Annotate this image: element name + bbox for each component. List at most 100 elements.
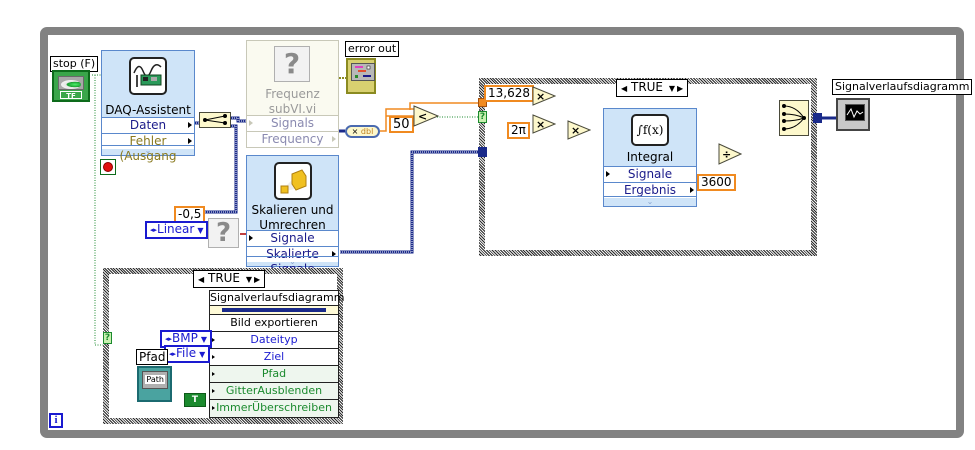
output-arrow-icon [332,136,336,142]
less-than-node[interactable]: < [413,105,439,127]
invoke-node-method: Bild exportieren [210,315,338,332]
convert-from-dynamic-data-node[interactable]: ⨯ dbl [345,125,380,138]
export-image-invoke-node[interactable]: Signalverlaufsdiagramm Bild exportieren … [209,290,345,418]
factor-constant[interactable]: 13,628 [484,85,534,102]
scaling-mode-enum[interactable]: ◂▸Linear▼ [145,221,209,239]
upper-case-selector[interactable]: ◀ TRUE ▼▶ [616,79,689,97]
stop-control-terminal[interactable]: TF [52,70,90,102]
daq-card-icon [129,57,167,95]
question-mark-icon: ? [274,46,310,82]
offset-constant[interactable]: -0,5 [174,206,206,223]
multiply-node-2[interactable]: × [532,114,556,134]
frequency-subvi-node[interactable]: ? Frequenz subVI.vi Signals Frequency [246,40,339,148]
dynamic-convert-icon: ⨯ [351,127,359,136]
next-case-icon[interactable]: ▶ [677,84,684,93]
merge-icon [782,104,806,131]
input-arrow-icon [606,171,610,177]
enum-arrows-icon: ◂▸ [169,350,177,358]
case-selector-terminal: ? [478,111,487,123]
input-arrow-icon [249,120,253,126]
input-arrow-icon [212,389,215,393]
error-out-indicator[interactable] [346,58,376,94]
led-icon [61,80,81,89]
output-arrow-icon [188,122,192,128]
multiply-node-1[interactable]: × [532,86,556,106]
expand-chevron-icon[interactable]: ⌄ [102,145,194,155]
boolean-true-constant[interactable]: T [184,393,206,407]
upper-case-structure[interactable] [479,78,817,256]
tf-type-label: TF [60,91,82,100]
split-icon [203,114,227,125]
dropdown-arrow-icon: ▼ [199,350,206,359]
divide-symbol: ÷ [722,148,731,161]
daq-assistant-node[interactable]: DAQ-Assistent Daten Fehler (Ausgang ⌄ [101,50,195,163]
frequency-subvi-title-1: Frequenz [265,87,320,101]
chart-icon [845,104,865,121]
multiply-symbol: × [536,118,545,131]
threshold-constant[interactable]: 50 [389,116,414,133]
error-out-label: error out [345,41,400,57]
next-case-icon[interactable]: ▶ [254,275,261,284]
prev-case-icon[interactable]: ◀ [198,275,205,284]
scale-convert-node[interactable]: Skalieren und Umrechren Signale Skaliert… [246,155,339,276]
divide-node[interactable]: ÷ [718,143,742,165]
two-pi-constant[interactable]: 2π [507,122,530,139]
integral-input-signale[interactable]: Signale [604,166,696,182]
split-signals-node[interactable] [199,112,231,128]
merge-signals-node[interactable] [779,100,809,136]
waveform-chart-terminal[interactable] [836,98,870,131]
invoke-node-target: Signalverlaufsdiagramm [210,291,345,306]
input-arrow-icon [249,235,253,241]
enum-arrows-icon: ◂▸ [150,226,158,234]
enum-arrows-icon: ◂▸ [165,335,173,343]
integral-title: Integral [626,150,674,164]
multiply-symbol: × [536,90,545,103]
multiply-symbol: × [571,124,580,137]
lower-case-selector[interactable]: ◀ TRUE ▼▶ [193,270,266,288]
frequency-tunnel [478,98,487,107]
question-mark-icon: ? [215,218,232,248]
dropdown-arrow-icon: ▼ [200,335,208,344]
scale-convert-title-2: Umrechren [259,218,326,232]
output-arrow-icon [188,138,192,144]
divisor-constant[interactable]: 3600 [697,174,736,191]
error-cluster-icon [351,63,375,81]
scale-cube-icon [274,162,312,200]
input-arrow-icon [212,355,215,359]
param-gitter-ausblenden[interactable]: GitterAusblenden [210,383,338,400]
expand-chevron-icon[interactable]: ⌄ [247,256,338,266]
lower-case-selector-terminal: ? [103,332,112,344]
output-arrow-icon [690,187,694,193]
stop-control-label: stop (F) [50,56,99,72]
path-control-terminal[interactable]: Path [137,366,172,402]
input-arrow-icon [212,406,215,410]
case-dropdown-icon[interactable]: ▼ [668,84,676,93]
case-dropdown-icon[interactable]: ▼ [245,275,253,284]
while-loop[interactable] [40,27,964,438]
multiply-node-3[interactable]: × [567,120,591,140]
missing-subvi-node[interactable]: ? [208,218,239,248]
integral-node[interactable]: ∫f(x) Integral Signale Ergebnis ⌄ [603,108,697,207]
output-arrow-icon [332,251,336,257]
daq-assistant-title: DAQ-Assistent [105,103,191,117]
freq-input-signals[interactable]: Signals [247,115,338,131]
param-dateityp[interactable]: Dateityp [210,332,338,349]
integral-output-ergebnis[interactable]: Ergebnis [604,182,696,198]
expand-chevron-icon[interactable]: ⌄ [604,196,696,206]
daq-output-daten[interactable]: Daten [102,117,194,133]
param-pfad[interactable]: Pfad [210,366,338,383]
integral-icon: ∫f(x) [631,114,669,146]
iteration-terminal: i [49,413,63,428]
param-immer-ueberschreiben[interactable]: ImmerÜberschreiben [210,400,338,417]
freq-output-frequency[interactable]: Frequency [247,131,338,147]
less-than-symbol: < [418,110,427,123]
loop-condition-terminal[interactable] [100,159,116,175]
scale-convert-title-1: Skalieren und [251,203,334,217]
scale-input-signale[interactable]: Signale [247,230,338,246]
input-arrow-icon [212,372,215,376]
target-enum[interactable]: ◂▸File▼ [164,345,211,363]
reference-bar [210,306,338,315]
path-control-label: Pfad [136,349,169,365]
prev-case-icon[interactable]: ◀ [621,84,628,93]
param-ziel[interactable]: Ziel [210,349,338,366]
